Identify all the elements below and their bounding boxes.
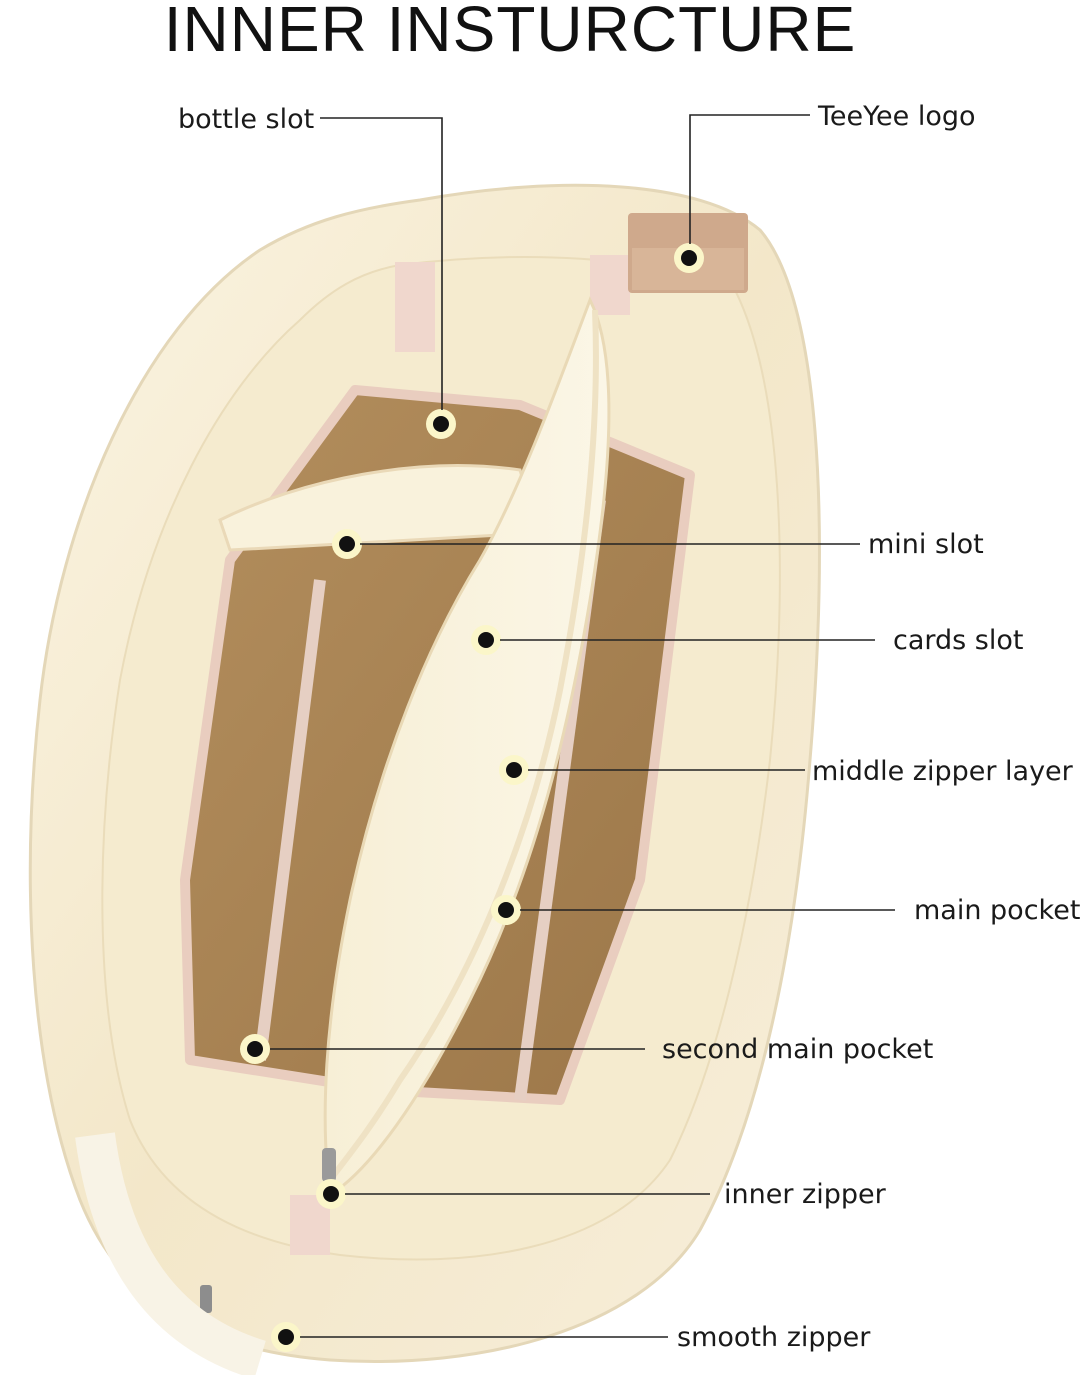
trim-top-left [395, 262, 435, 352]
leader-teeyee-logo [689, 114, 810, 244]
marker-mini-slot [332, 529, 362, 559]
label-main-pocket: main pocket [914, 895, 1080, 926]
marker-smooth-zipper [271, 1322, 301, 1352]
marker-teeyee-logo [674, 243, 704, 273]
label-cards-slot: cards slot [893, 625, 1023, 656]
middle-zipper-line [327, 309, 599, 1182]
label-teeyee-logo: TeeYee logo [817, 101, 976, 132]
label-mini-slot: mini slot [868, 529, 984, 560]
bag-strap [75, 1132, 267, 1375]
marker-main-pocket [491, 895, 521, 925]
marker-inner-zipper [316, 1179, 346, 1209]
marker-bottle-slot [426, 409, 456, 439]
felt-divider-left [254, 579, 326, 1061]
label-middle-zipper-layer: middle zipper layer [812, 756, 1074, 787]
label-second-main-pocket: second main pocket [662, 1034, 933, 1065]
marker-middle-zipper-layer [499, 755, 529, 785]
leader-bottle-slot [320, 117, 443, 410]
smooth-zipper-pull [200, 1285, 212, 1313]
trim-top-right [590, 255, 630, 315]
marker-second-main-pocket [240, 1034, 270, 1064]
page-title: INNER INSTURCTURE [163, 0, 857, 65]
label-bottle-slot: bottle slot [178, 104, 314, 135]
label-inner-zipper: inner zipper [724, 1179, 887, 1210]
inner-zipper-pull [322, 1148, 336, 1182]
label-smooth-zipper: smooth zipper [677, 1322, 871, 1353]
marker-cards-slot [471, 625, 501, 655]
